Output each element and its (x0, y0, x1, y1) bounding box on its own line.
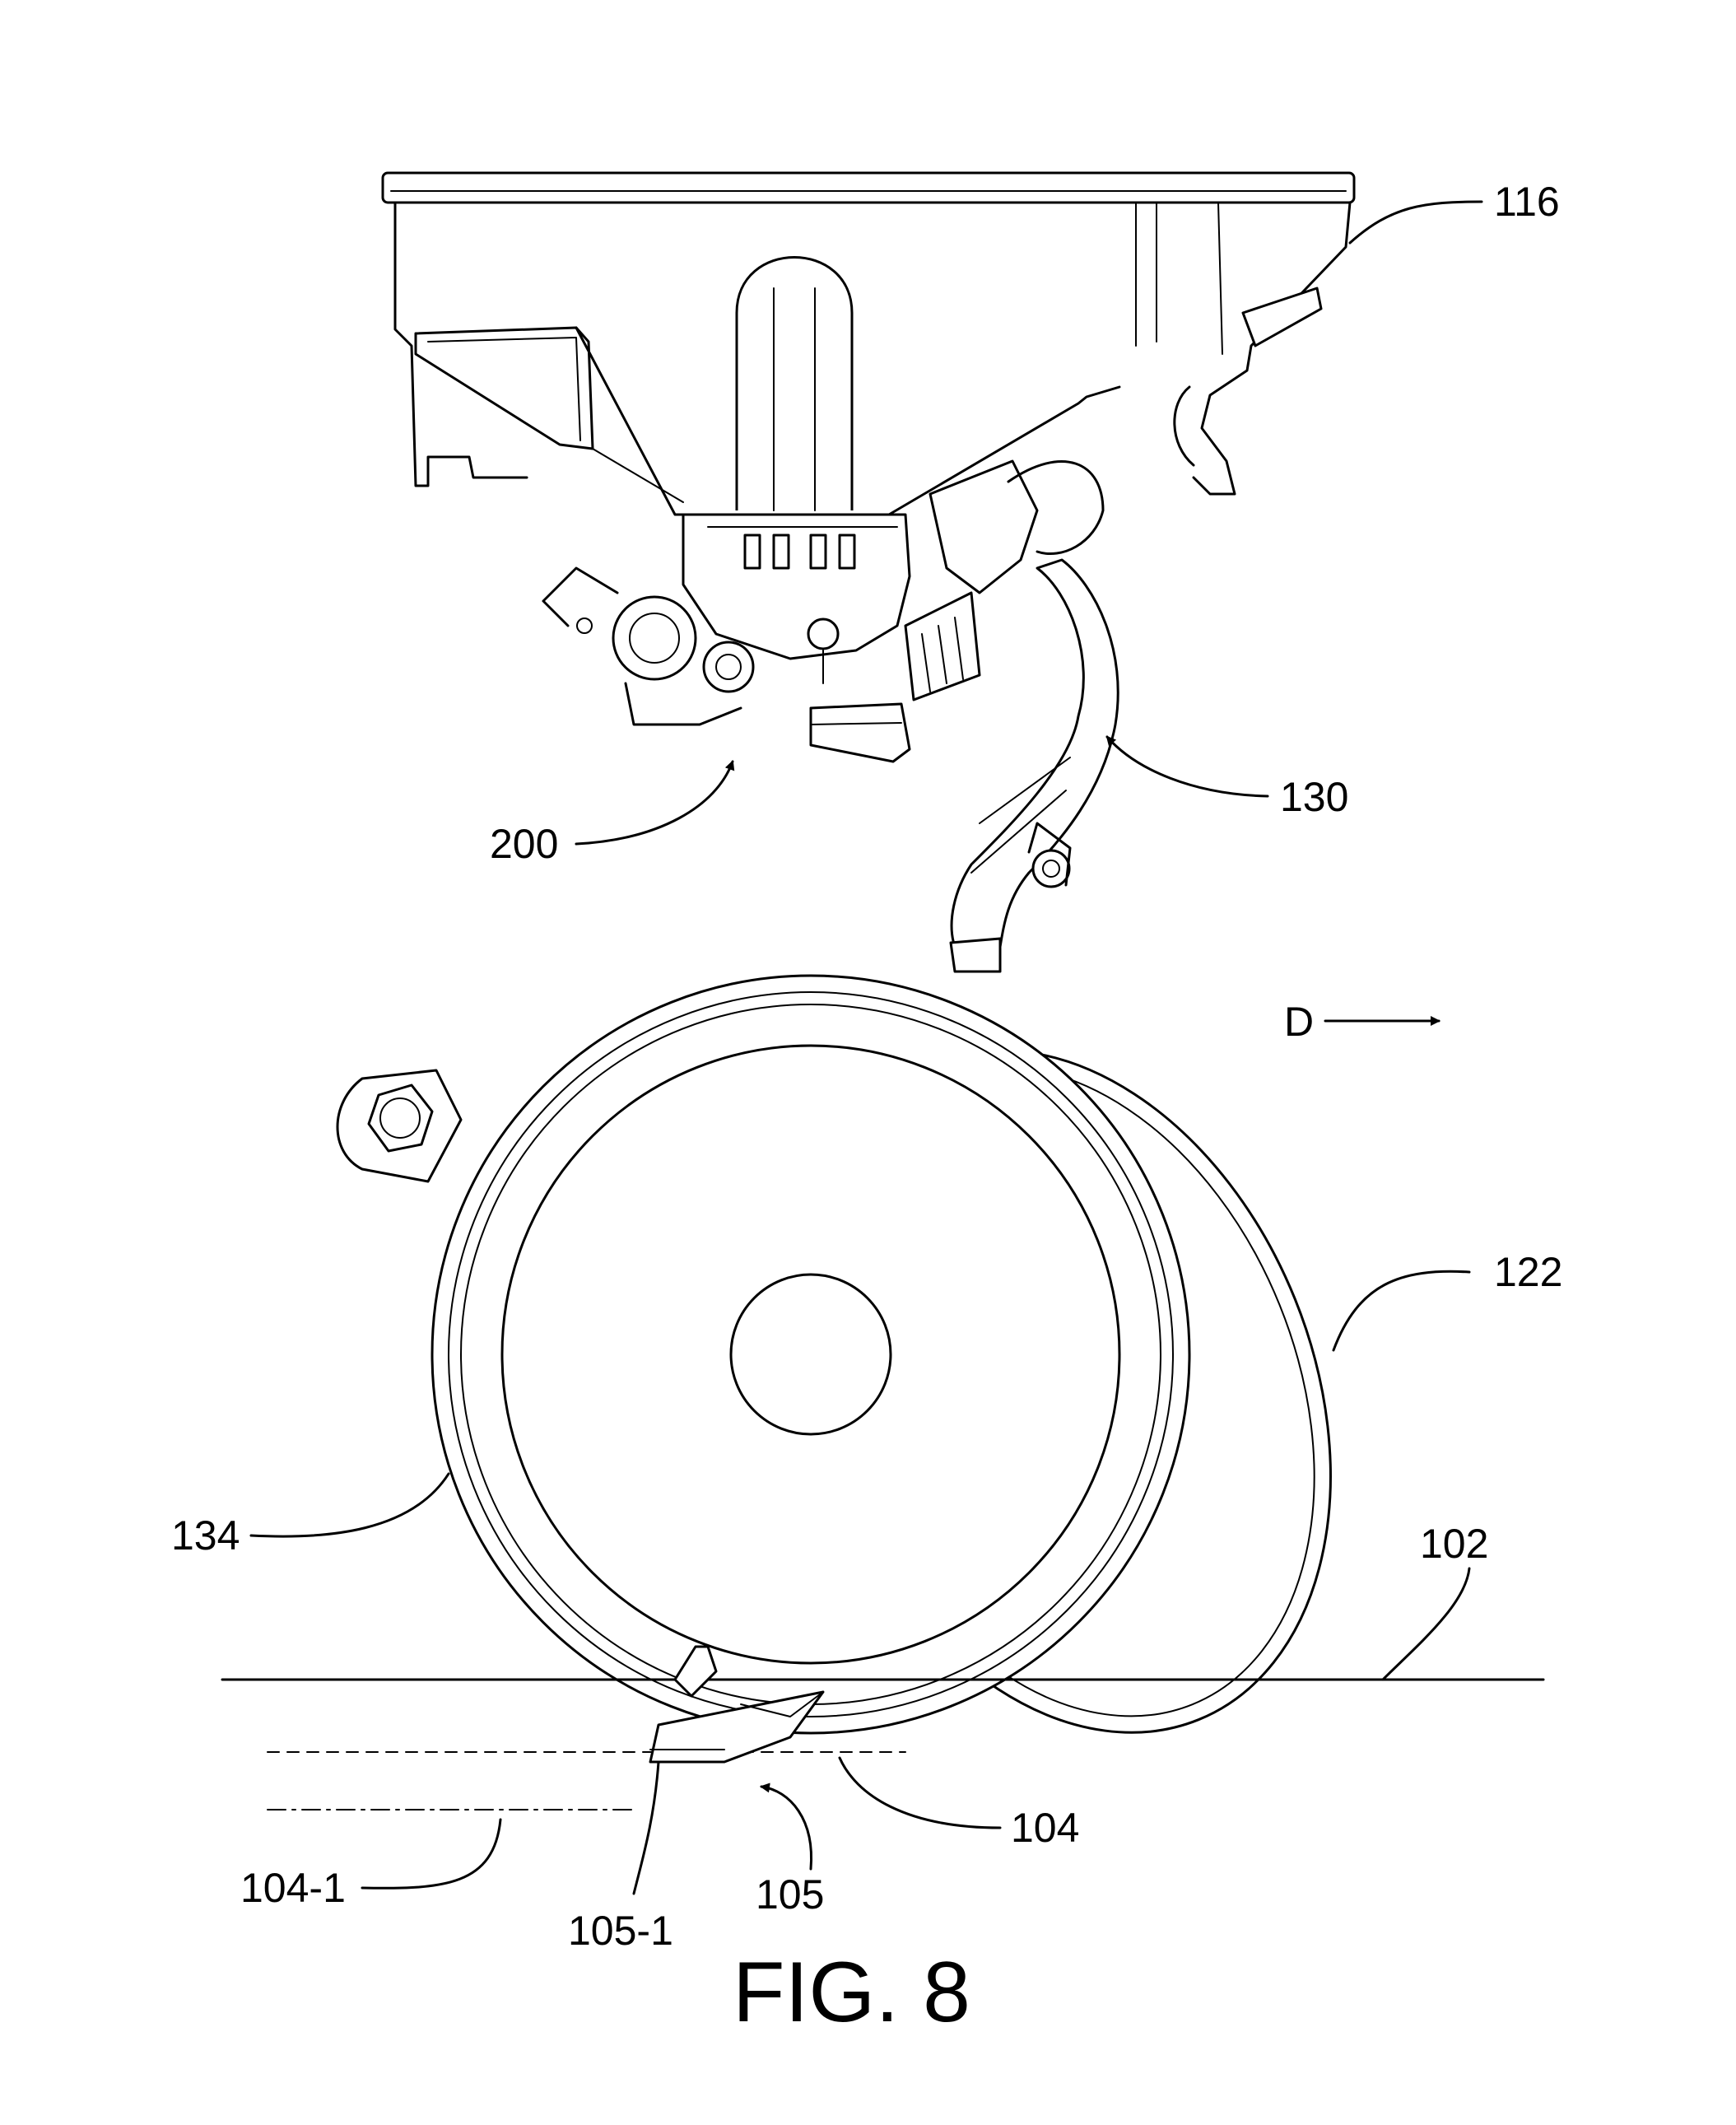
label-104: 104 (1011, 1805, 1079, 1851)
arm-130 (949, 558, 1119, 973)
scraper-105 (649, 1645, 825, 1764)
direction-arrow: D (1284, 999, 1440, 1045)
mount-bracket (336, 1069, 463, 1183)
label-134: 134 (171, 1512, 240, 1559)
reference-numerals: 116 200 130 122 134 102 104 104-1 105 10… (171, 179, 1562, 1954)
label-130: 130 (1280, 774, 1348, 820)
label-200: 200 (490, 821, 558, 867)
label-104-1: 104-1 (240, 1865, 346, 1911)
leader-lines (249, 200, 1483, 1895)
housing-116 (381, 171, 1356, 516)
drum-134 (431, 974, 1191, 1735)
drive-module-200 (542, 459, 1105, 763)
figure-caption: FIG. 8 (733, 1945, 970, 2040)
label-122: 122 (1494, 1249, 1562, 1295)
label-105-1: 105-1 (568, 1908, 673, 1954)
direction-label: D (1284, 999, 1314, 1045)
label-102: 102 (1420, 1521, 1488, 1567)
label-105: 105 (756, 1871, 824, 1918)
label-116: 116 (1494, 179, 1560, 225)
